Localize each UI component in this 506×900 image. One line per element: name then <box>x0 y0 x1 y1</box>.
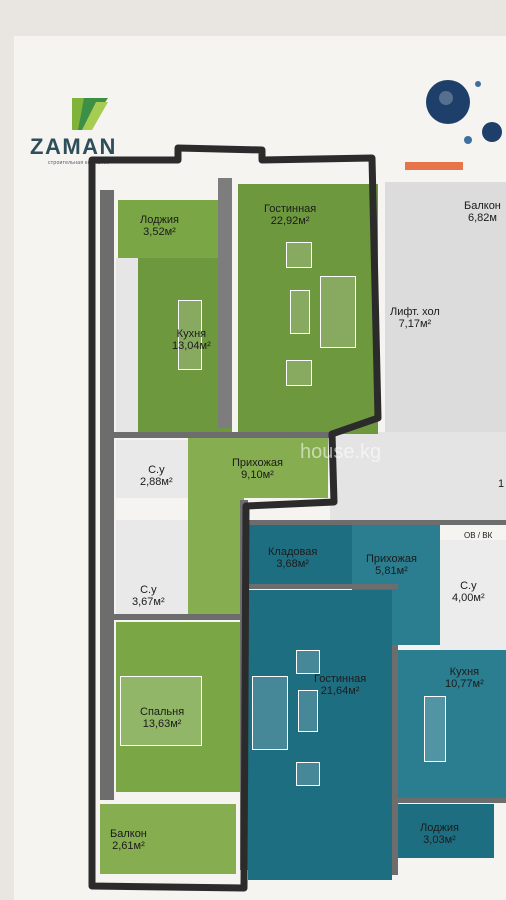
n-armchair <box>296 650 320 674</box>
label-loggia: Лоджия 3,52м² <box>140 214 179 238</box>
zaman-logo-mark-icon <box>72 98 108 130</box>
n-kitchen <box>398 650 506 800</box>
sofa <box>320 276 356 348</box>
wall <box>100 190 114 800</box>
wall <box>218 178 232 428</box>
room-kitchen-counter <box>116 258 138 434</box>
common-area-top <box>385 182 506 432</box>
brand-name: ZAMAN <box>30 134 117 159</box>
label-balcony: Балкон 2,61м² <box>110 828 147 852</box>
wall <box>240 500 248 870</box>
label-lift-hall: Лифт. хол 7,17м² <box>390 306 440 330</box>
n-sofa <box>252 676 288 750</box>
label-shaft: ОВ / ВК <box>464 531 493 540</box>
neighbor-toilet <box>440 540 506 650</box>
window-accent <box>405 162 463 170</box>
wall <box>392 645 398 875</box>
label-n-storage: Кладовая 3,68м² <box>268 546 318 570</box>
wall <box>114 432 334 438</box>
room-hallway-lower <box>188 498 244 618</box>
label-n-bath: С.у 4,00м² <box>452 580 485 604</box>
label-bath-1: С.у 2,88м² <box>140 464 173 488</box>
armchair <box>286 360 312 386</box>
wall <box>114 614 244 620</box>
label-hallway: Прихожая 9,10м² <box>232 457 283 481</box>
wall <box>248 584 398 589</box>
watermark: house.kg <box>300 441 382 463</box>
label-bath-2: С.у 3,67м² <box>132 584 165 608</box>
decorative-dots-icon <box>426 80 502 144</box>
wall <box>398 798 506 803</box>
n-dining-table <box>424 696 446 762</box>
wall <box>248 520 506 525</box>
label-bedroom: Спальня 13,63м² <box>140 706 185 730</box>
label-n-loggia: Лоджия 3,03м² <box>420 822 459 846</box>
armchair <box>286 242 312 268</box>
brand-tagline: строительная компания <box>48 160 110 166</box>
n-loggia <box>398 804 494 858</box>
n-armchair <box>296 762 320 786</box>
label-n-living: Гостинная 21,64м² <box>314 673 367 697</box>
label-living: Гостинная 22,92м² <box>264 203 317 227</box>
label-partial-digit: 1 <box>498 478 505 490</box>
label-n-hallway: Прихожая 5,81м² <box>366 553 417 577</box>
table <box>290 290 310 334</box>
label-common-balcony: Балкон 6,82м <box>464 200 501 224</box>
label-kitchen: Кухня 13,04м² <box>172 328 211 352</box>
label-n-kitchen: Кухня 10,77м² <box>445 666 484 690</box>
